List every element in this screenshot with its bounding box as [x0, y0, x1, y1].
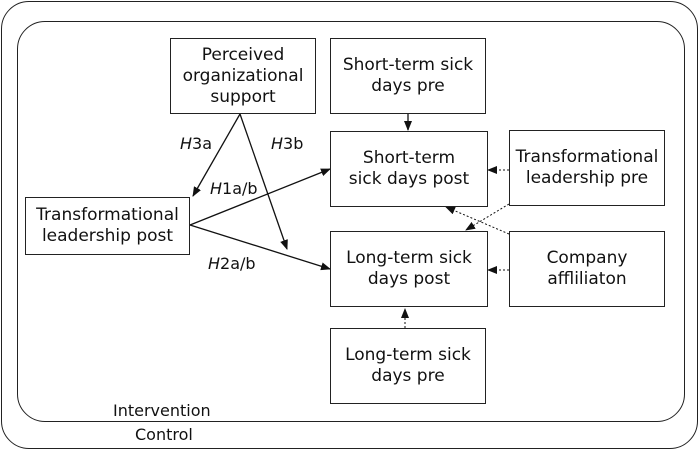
label-h3b-rest: 3b: [283, 134, 304, 153]
label-h2: H2a/b: [208, 255, 256, 273]
label-h3a-rest: 3a: [192, 134, 213, 153]
node-short-term-sick-days-post: Short-term sick days post: [330, 131, 488, 207]
label-h3b: H3b: [271, 135, 303, 153]
label-h2-rest: 2a/b: [220, 254, 256, 273]
intervention-frame: [17, 21, 685, 422]
node-long-term-sick-days-pre: Long-term sick days pre: [330, 328, 486, 404]
intervention-label: Intervention: [113, 401, 211, 420]
label-h2-letter: H: [208, 254, 221, 273]
node-company-affiliation: Company affliliaton: [509, 231, 665, 307]
control-label: Control: [135, 425, 193, 444]
label-h3a-letter: H: [180, 134, 193, 153]
node-transformational-leadership-post: Transformational leadership post: [25, 197, 190, 255]
label-h1: H1a/b: [210, 180, 258, 198]
label-h1-letter: H: [210, 179, 223, 198]
label-h3b-letter: H: [271, 134, 284, 153]
label-h3a: H3a: [180, 135, 212, 153]
label-h1-rest: 1a/b: [222, 179, 258, 198]
node-long-term-sick-days-post: Long-term sick days post: [330, 231, 488, 307]
node-perceived-org-support: Perceived organizational support: [170, 38, 316, 114]
node-transformational-leadership-pre: Transformational leadership pre: [509, 130, 665, 206]
node-short-term-sick-days-pre: Short-term sick days pre: [330, 38, 486, 114]
